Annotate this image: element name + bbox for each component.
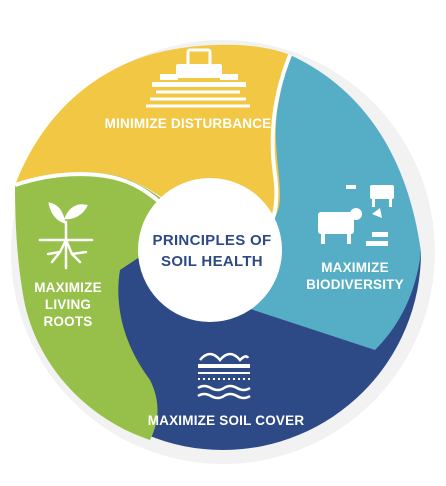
sprout-roots-icon (38, 202, 94, 270)
segment-label-soil-cover: MAXIMIZE SOIL COVER (148, 413, 305, 428)
segment-label-roots-line1: MAXIMIZE (34, 280, 102, 295)
tractor-icon (146, 48, 250, 108)
segment-label-biodiversity-line1: MAXIMIZE (321, 260, 389, 275)
segment-label-roots-line2: LIVING (45, 297, 91, 312)
livestock-icon (318, 185, 394, 246)
center-title-line2: SOIL HEALTH (161, 253, 263, 270)
segment-label-roots-line3: ROOTS (43, 314, 92, 329)
center-circle (138, 178, 282, 322)
segment-label-biodiversity-line2: BIODIVERSITY (306, 277, 404, 292)
soil-cover-icon (197, 352, 251, 400)
segment-label-disturbance: MINIMIZE DISTURBANCE (105, 116, 272, 131)
center-title-line1: PRINCIPLES OF (153, 232, 272, 249)
